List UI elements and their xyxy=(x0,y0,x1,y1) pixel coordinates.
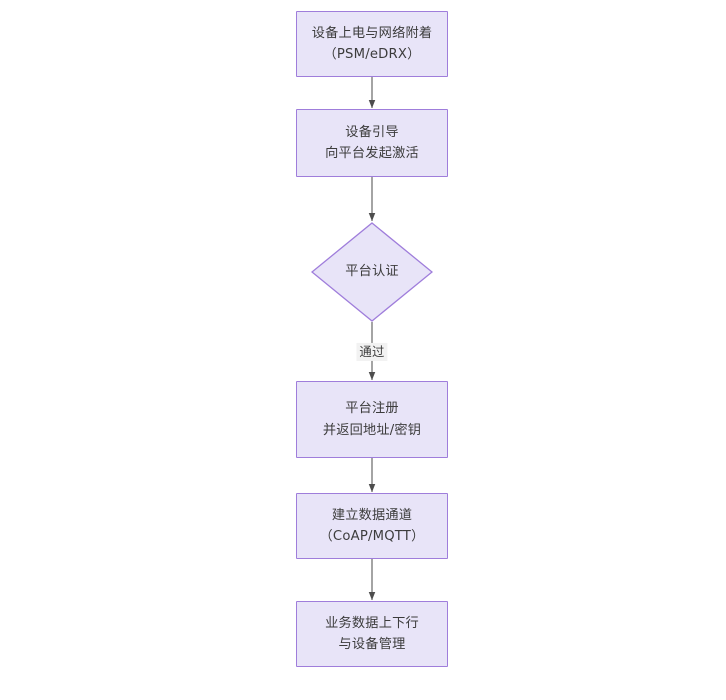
node-platform-auth-label: 平台认证 xyxy=(345,264,399,280)
node-power-on-label: 设备上电与网络附着 （PSM/eDRX） xyxy=(311,25,433,62)
edge-label-pass: 通过 xyxy=(356,342,388,362)
node-platform-register-label: 平台注册 并返回地址/密钥 xyxy=(322,401,422,438)
node-service-data-label: 业务数据上下行 与设备管理 xyxy=(325,615,419,652)
node-bootstrap-label: 设备引导 向平台发起激活 xyxy=(325,124,419,161)
node-data-channel-label: 建立数据通道 （CoAP/MQTT） xyxy=(319,507,425,544)
node-platform-auth[interactable]: 平台认证 xyxy=(311,222,433,322)
node-platform-register[interactable]: 平台注册 并返回地址/密钥 xyxy=(296,381,448,458)
node-service-data[interactable]: 业务数据上下行 与设备管理 xyxy=(296,601,448,667)
node-power-on[interactable]: 设备上电与网络附着 （PSM/eDRX） xyxy=(296,11,448,77)
node-bootstrap[interactable]: 设备引导 向平台发起激活 xyxy=(296,109,448,177)
diamond-shape-icon xyxy=(311,222,433,322)
node-data-channel[interactable]: 建立数据通道 （CoAP/MQTT） xyxy=(296,493,448,559)
